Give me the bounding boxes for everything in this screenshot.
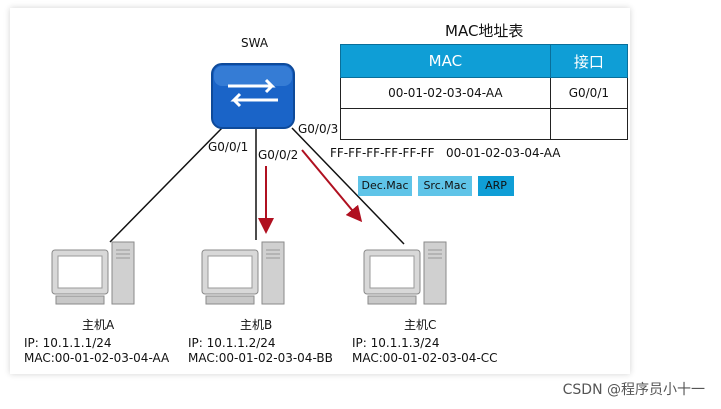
watermark-text: CSDN @程序员小十一: [562, 382, 705, 398]
link-a: [109, 127, 223, 243]
host-a-mac: MAC:00-01-02-03-04-AA: [24, 351, 170, 365]
host-a-ip: IP: 10.1.1.1/24: [24, 336, 112, 350]
frame-field-arp: ARP: [478, 176, 514, 196]
frame-field-dst: Dec.Mac: [358, 176, 412, 196]
port-label-g001: G0/0/1: [208, 140, 249, 154]
mac-cell: [340, 108, 551, 140]
port-label-g003: G0/0/3: [298, 122, 339, 136]
host-b-name: 主机B: [240, 318, 273, 332]
host-c-ip: IP: 10.1.1.3/24: [352, 336, 440, 350]
forward-arrow-c: [301, 149, 363, 223]
pc-a-icon: [51, 241, 135, 305]
frame-src-mac: 00-01-02-03-04-AA: [446, 146, 561, 160]
mac-cell: 00-01-02-03-04-AA: [340, 77, 551, 109]
mac-table-title: MAC地址表: [445, 22, 524, 40]
port-label-g002: G0/0/2: [258, 148, 299, 162]
port-cell: [549, 108, 629, 140]
port-cell: G0/0/1: [549, 77, 629, 109]
host-a-name: 主机A: [82, 318, 115, 332]
table-row: [340, 108, 629, 140]
host-c-mac: MAC:00-01-02-03-04-CC: [352, 351, 498, 365]
host-b-ip: IP: 10.1.1.2/24: [188, 336, 276, 350]
port-column-header: 接口: [549, 44, 629, 78]
host-c-name: 主机C: [404, 318, 437, 332]
table-row: 00-01-02-03-04-AA G0/0/1: [340, 77, 629, 109]
frame-field-src: Src.Mac: [418, 176, 472, 196]
switch-label: SWA: [241, 36, 269, 50]
pc-c-icon: [363, 241, 447, 305]
mac-address-table: MAC 接口 00-01-02-03-04-AA G0/0/1: [340, 44, 629, 140]
frame-dst-mac: FF-FF-FF-FF-FF-FF: [330, 146, 435, 160]
host-b-mac: MAC:00-01-02-03-04-BB: [188, 351, 333, 365]
mac-column-header: MAC: [340, 44, 551, 78]
pc-b-icon: [201, 241, 285, 305]
link-c: [291, 127, 405, 245]
switch-icon: [211, 63, 295, 129]
